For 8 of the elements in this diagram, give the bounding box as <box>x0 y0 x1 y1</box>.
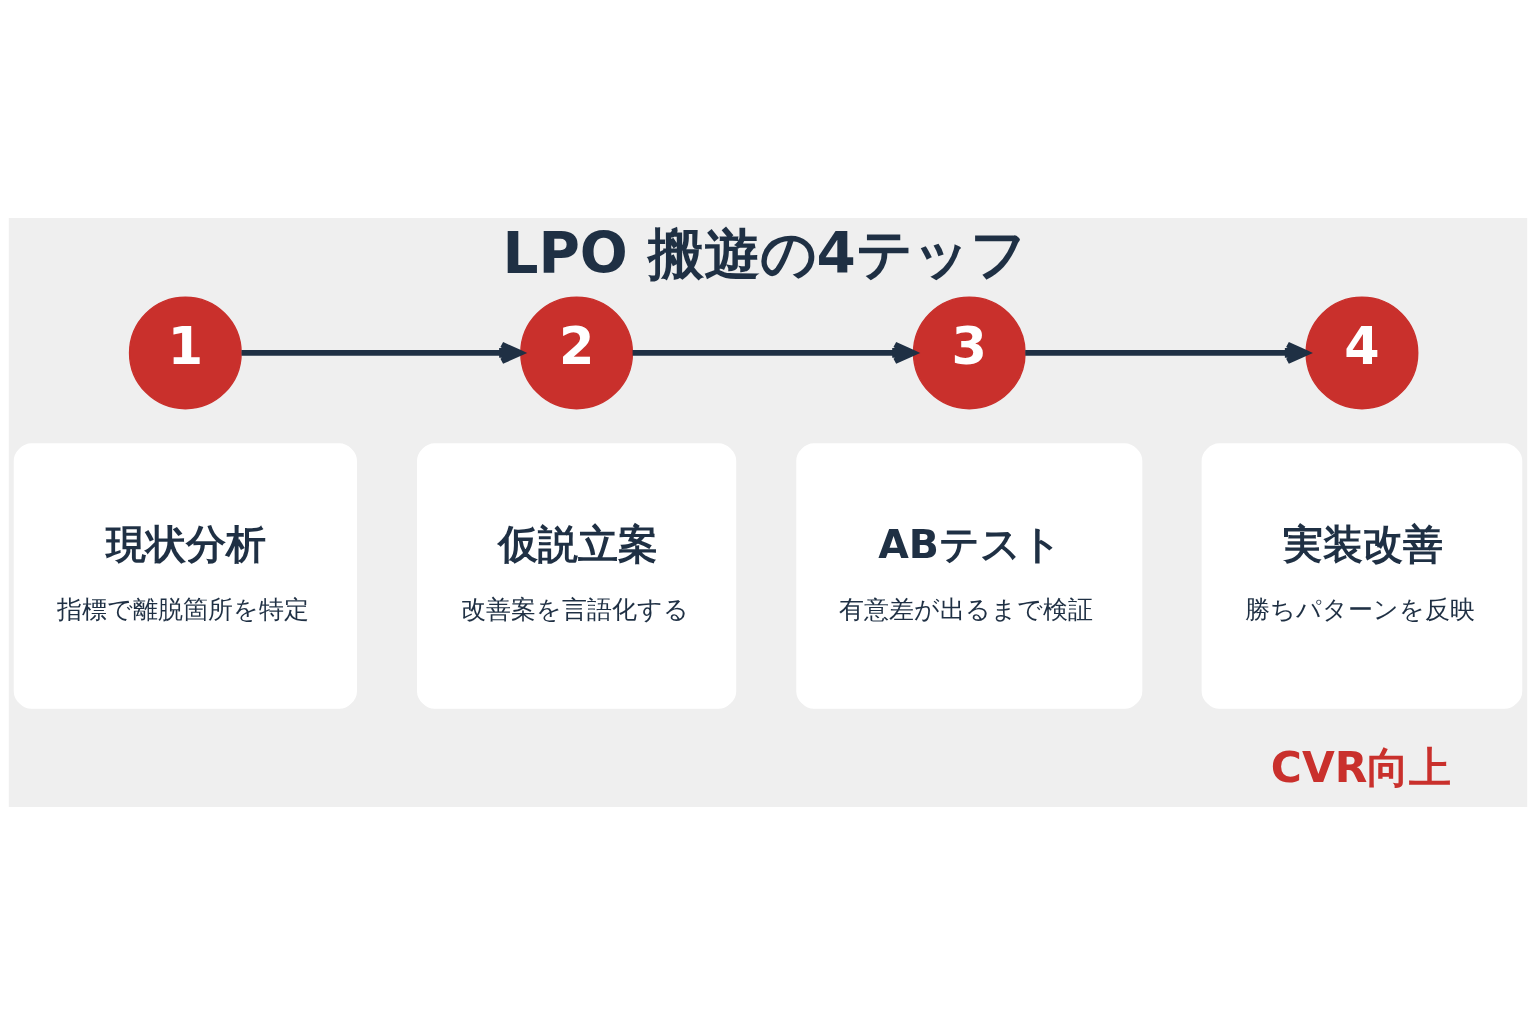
diagram-title: LPO 搬遊の4テッフ <box>502 220 1027 286</box>
arrow <box>632 341 917 364</box>
arrow <box>241 341 524 364</box>
label: CVR向上 <box>1270 742 1452 792</box>
node-circle: 4 <box>1305 295 1419 409</box>
node-circle: 1 <box>128 295 242 409</box>
node-circle: 2 <box>520 295 634 409</box>
node-circle: 3 <box>912 295 1026 409</box>
